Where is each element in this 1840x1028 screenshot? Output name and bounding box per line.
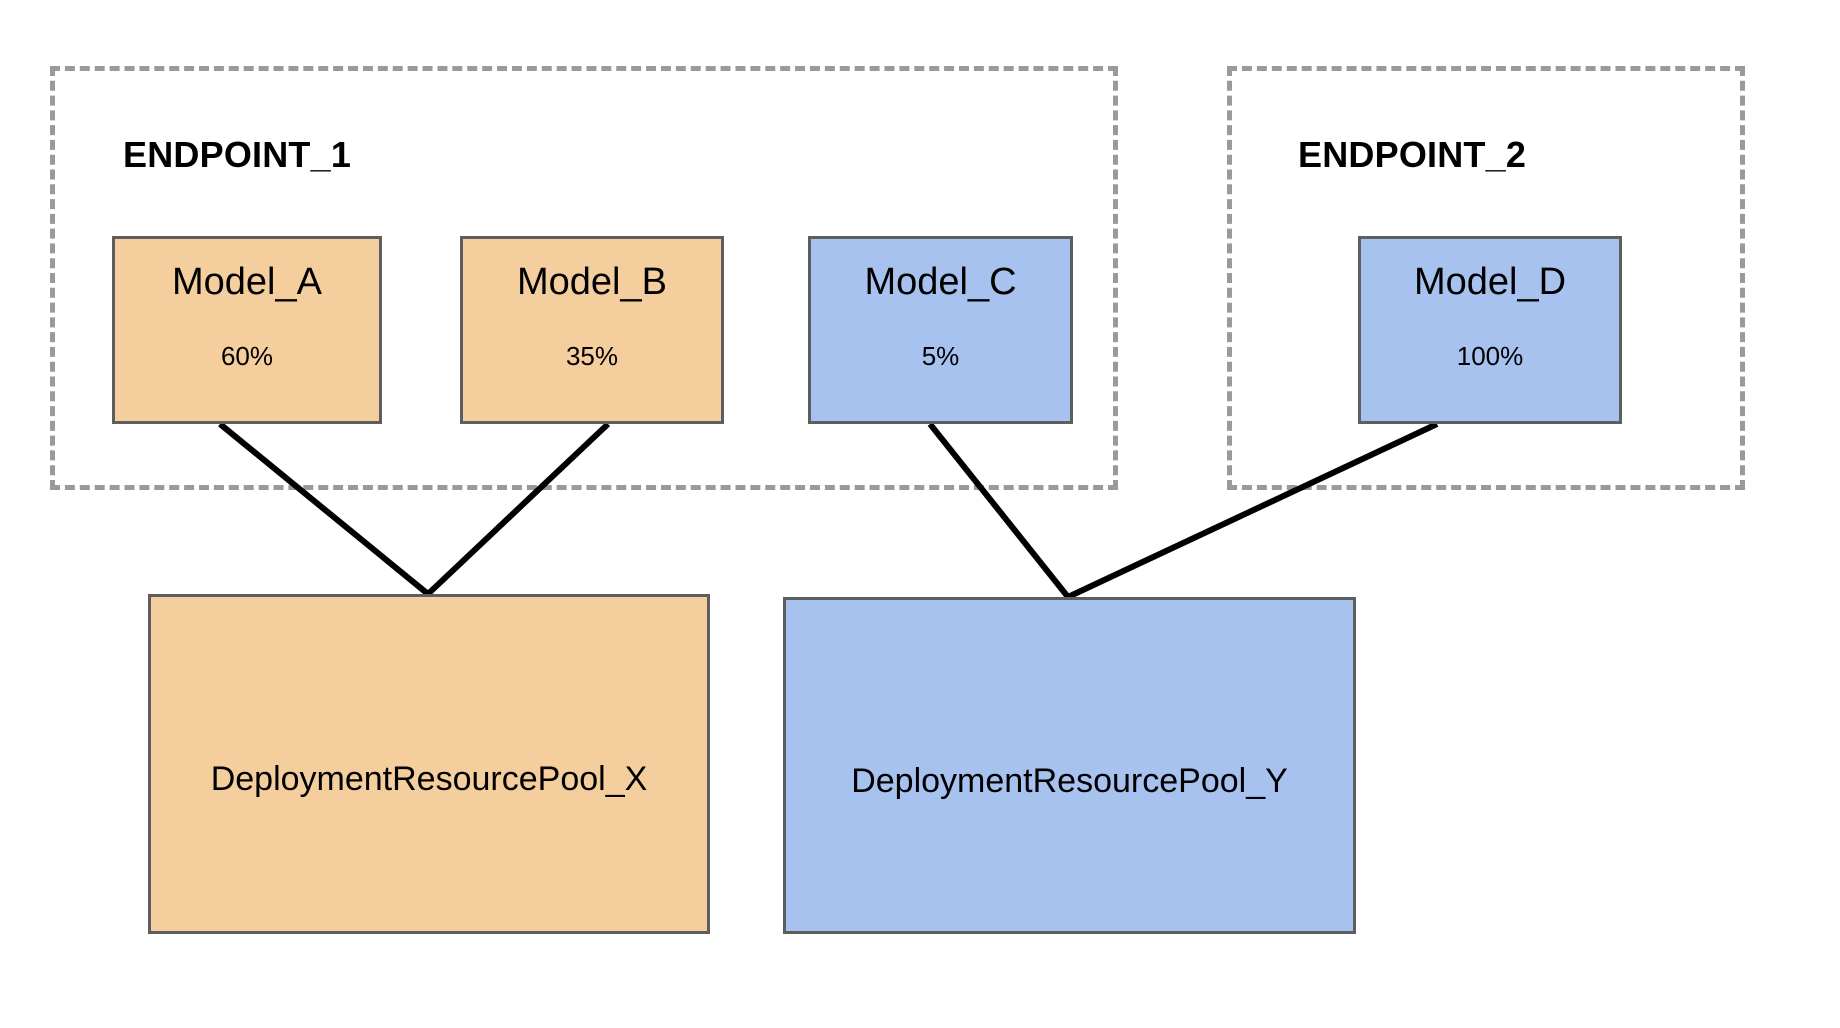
pool-y-title: DeploymentResourcePool_Y (851, 761, 1288, 800)
model-b-traffic-percent: 35% (565, 341, 619, 371)
endpoint-1-group-label: ENDPOINT_1 (123, 134, 352, 175)
model-node-model-d[interactable]: Model_D 100% (1358, 236, 1622, 424)
endpoint-2-group-label: ENDPOINT_2 (1298, 134, 1527, 175)
model-node-model-a[interactable]: Model_A 60% (112, 236, 382, 424)
endpoint-2-group-box (1227, 66, 1745, 490)
pool-node-deployment-resource-pool-y[interactable]: DeploymentResourcePool_Y (783, 597, 1356, 934)
model-a-title: Model_A (172, 261, 322, 303)
model-c-title: Model_C (864, 261, 1017, 303)
pool-x-title: DeploymentResourcePool_X (210, 760, 648, 798)
model-d-traffic-percent: 100% (1456, 341, 1524, 371)
model-node-model-b[interactable]: Model_B 35% (460, 236, 724, 424)
model-d-title: Model_D (1413, 261, 1567, 303)
pool-node-deployment-resource-pool-x[interactable]: DeploymentResourcePool_X (148, 594, 710, 934)
model-b-title: Model_B (517, 261, 667, 303)
model-node-model-c[interactable]: Model_C 5% (808, 236, 1073, 424)
model-a-traffic-percent: 60% (220, 341, 274, 371)
model-c-traffic-percent: 5% (921, 341, 960, 371)
